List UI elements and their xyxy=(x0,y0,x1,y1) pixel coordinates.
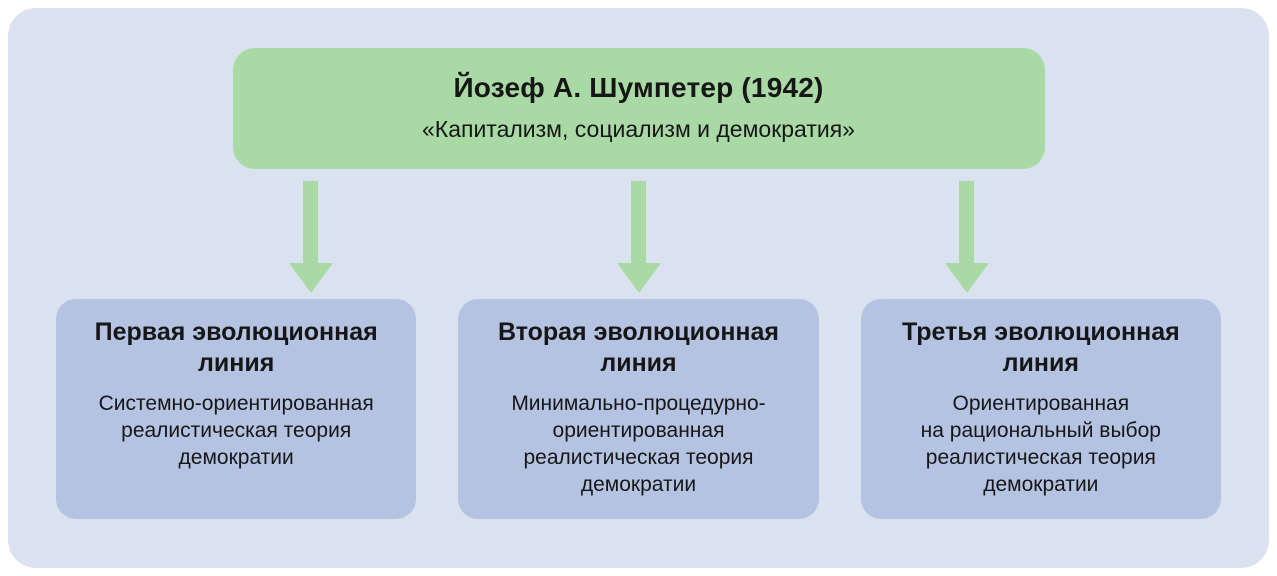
arrow-head xyxy=(944,263,989,293)
branch-body: Ориентированная на рациональный выбор ре… xyxy=(920,391,1161,497)
arrow-head xyxy=(288,263,333,293)
arrow-head xyxy=(616,263,661,293)
branch-title: Вторая эволюционная линия xyxy=(497,318,780,378)
branch-row: Первая эволюционная линия Системно-ориен… xyxy=(8,293,1269,519)
branch-title: Третья эволюционная линия xyxy=(901,318,1180,378)
branch-title: Первая эволюционная линия xyxy=(94,318,378,378)
branch-body: Системно-ориентированная реалистическая … xyxy=(98,391,374,470)
arrow-stem xyxy=(959,181,974,263)
branch-card-third-line: Третья эволюционная линия Ориентированна… xyxy=(860,299,1221,519)
root-node-subtitle: «Капитализм, социализм и демократия» xyxy=(422,116,855,142)
down-arrow-icon xyxy=(944,181,989,293)
branch-card-first-line: Первая эволюционная линия Системно-ориен… xyxy=(56,299,417,519)
root-node-schumpeter: Йозеф А. Шумпетер (1942) «Капитализм, со… xyxy=(232,48,1045,169)
root-node-title: Йозеф А. Шумпетер (1942) xyxy=(453,72,824,103)
branch-body: Минимально-процедурно- ориентированная р… xyxy=(511,391,766,497)
arrow-stem xyxy=(631,181,646,263)
down-arrow-icon xyxy=(288,181,333,293)
diagram-panel: Йозеф А. Шумпетер (1942) «Капитализм, со… xyxy=(8,8,1269,568)
down-arrow-icon xyxy=(616,181,661,293)
connector-arrows xyxy=(233,181,1045,293)
branch-card-second-line: Вторая эволюционная линия Минимально-про… xyxy=(458,299,819,519)
arrow-stem xyxy=(303,181,318,263)
